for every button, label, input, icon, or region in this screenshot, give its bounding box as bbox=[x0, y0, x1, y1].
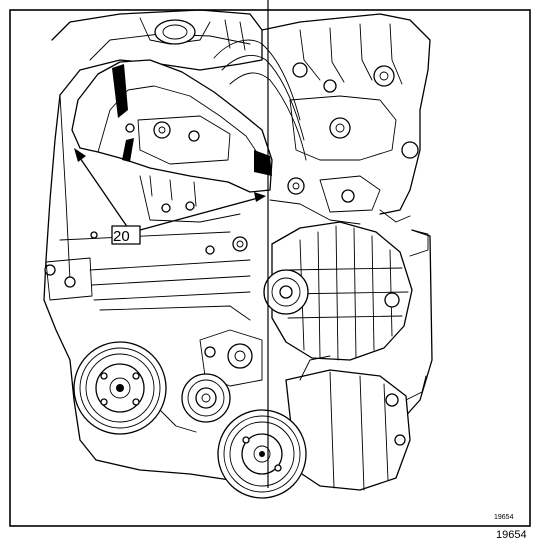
figure-frame bbox=[9, 9, 531, 527]
callout-label-20: 20 bbox=[113, 228, 130, 245]
ac-compressor bbox=[217, 355, 427, 499]
small-reference-number: 19654 bbox=[494, 514, 514, 521]
tensioner-pulley bbox=[159, 373, 231, 433]
callout-20-leaders bbox=[74, 148, 266, 231]
engine-block bbox=[43, 9, 263, 481]
timing-cover bbox=[71, 59, 273, 223]
cylinder-head bbox=[213, 13, 431, 225]
alternator bbox=[263, 221, 433, 421]
figure-number: 19654 bbox=[496, 529, 527, 541]
crankshaft-pulley bbox=[73, 341, 167, 435]
